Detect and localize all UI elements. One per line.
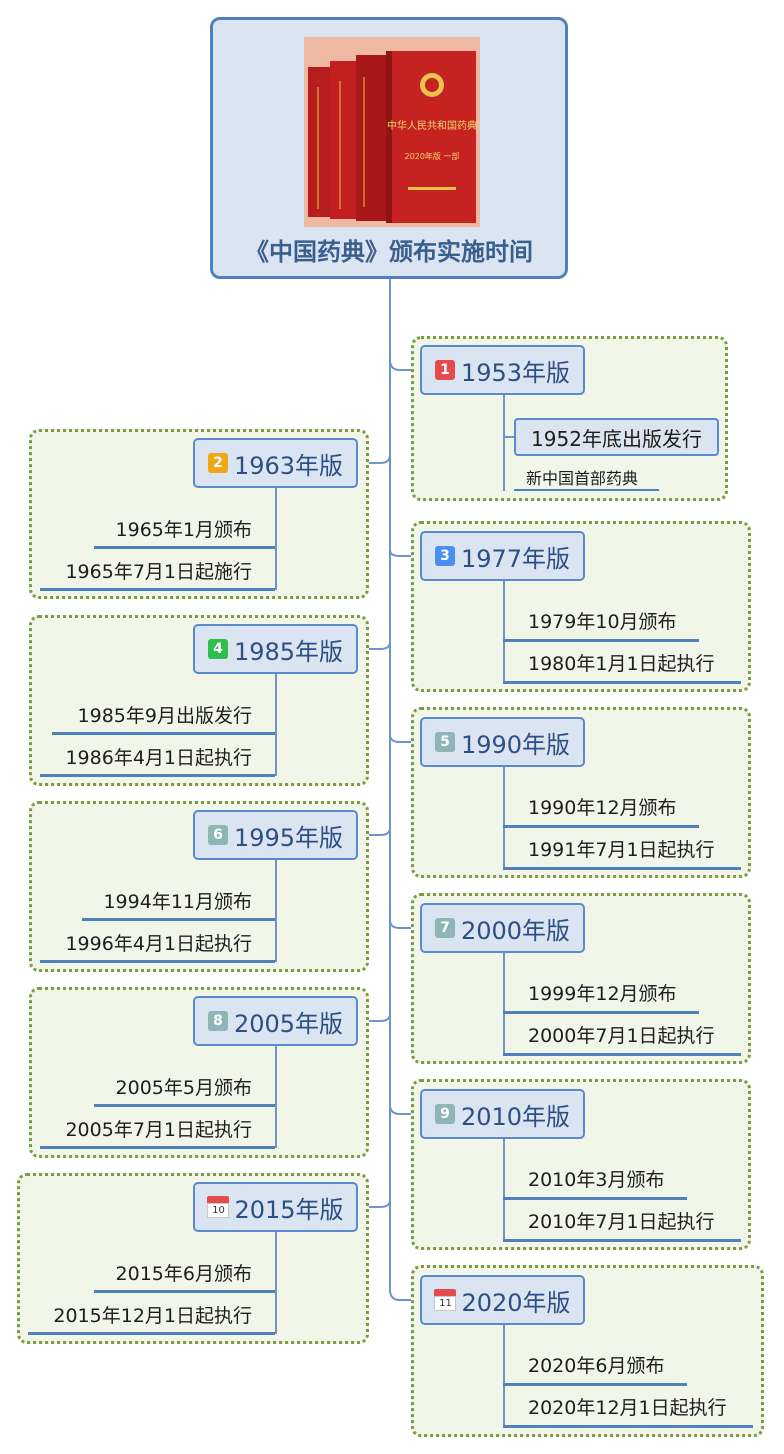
edition-1977-title: 1977年版 xyxy=(460,544,571,573)
edition-1995-item-1[interactable]: 1994年11月颁布 xyxy=(103,891,252,913)
underline xyxy=(40,588,275,591)
connector xyxy=(503,767,505,869)
connector xyxy=(275,1046,277,1148)
edition-1990-title: 1990年版 xyxy=(460,730,571,759)
edition-1963-item-2[interactable]: 1965年7月1日起施行 xyxy=(65,561,252,583)
pharmacopoeia-cover-image: 中华人民共和国药典 2020年版 一部 xyxy=(304,37,480,227)
edition-1963-title: 1963年版 xyxy=(233,451,344,480)
edition-1995-title: 1995年版 xyxy=(233,823,344,852)
calendar-icon: 11 xyxy=(434,1289,457,1311)
edition-2015-title: 2015年版 xyxy=(234,1195,344,1224)
edition-2015-item-1[interactable]: 2015年6月颁布 xyxy=(115,1263,252,1285)
underline xyxy=(503,825,699,828)
underline xyxy=(503,681,741,684)
connector xyxy=(503,581,505,683)
underline xyxy=(94,546,275,549)
underline xyxy=(40,1146,275,1149)
edition-1985-item-2[interactable]: 1986年4月1日起执行 xyxy=(65,747,252,769)
underline xyxy=(40,960,275,963)
edition-2020-item-2[interactable]: 2020年12月1日起执行 xyxy=(528,1397,727,1419)
edition-1963-item-1[interactable]: 1965年1月颁布 xyxy=(115,519,252,541)
priority-8-badge: 8 xyxy=(207,1011,228,1031)
underline xyxy=(503,1197,687,1200)
underline xyxy=(52,732,275,735)
underline xyxy=(503,867,741,870)
priority-1-badge: 1 xyxy=(434,360,455,380)
connector xyxy=(503,395,505,491)
edition-1953-title: 1953年版 xyxy=(460,358,571,387)
edition-1977-item-1[interactable]: 1979年10月颁布 xyxy=(528,611,677,633)
root-topic[interactable]: 中华人民共和国药典 2020年版 一部 《中国药典》颁布实施时间 xyxy=(210,17,568,279)
edition-2010-item-2[interactable]: 2010年7月1日起执行 xyxy=(528,1211,715,1233)
connector xyxy=(275,860,277,962)
edition-2005-title: 2005年版 xyxy=(233,1009,344,1038)
underline xyxy=(503,1239,741,1242)
edition-1990-item-2[interactable]: 1991年7月1日起执行 xyxy=(528,839,715,861)
priority-7-badge: 7 xyxy=(434,918,455,938)
edition-1995-item-2[interactable]: 1996年4月1日起执行 xyxy=(65,933,252,955)
connector xyxy=(275,1232,277,1334)
connector xyxy=(503,953,505,1055)
underline xyxy=(40,774,275,777)
edition-1977-item-2[interactable]: 1980年1月1日起执行 xyxy=(528,653,715,675)
edition-2005-item-1[interactable]: 2005年5月颁布 xyxy=(115,1077,252,1099)
edition-2000-item-1[interactable]: 1999年12月颁布 xyxy=(528,983,677,1005)
underline xyxy=(82,918,275,921)
edition-2010-item-1[interactable]: 2010年3月颁布 xyxy=(528,1169,665,1191)
priority-4-badge: 4 xyxy=(207,639,228,659)
edition-1985-item-1[interactable]: 1985年9月出版发行 xyxy=(77,705,252,727)
edition-2020-item-1[interactable]: 2020年6月颁布 xyxy=(528,1355,665,1377)
underline xyxy=(94,1104,275,1107)
edition-2005-item-2[interactable]: 2005年7月1日起执行 xyxy=(65,1119,252,1141)
edition-1953-item-2[interactable]: 新中国首部药典 xyxy=(526,469,639,488)
edition-2010-title: 2010年版 xyxy=(460,1102,571,1131)
edition-1985-title: 1985年版 xyxy=(233,637,344,666)
underline xyxy=(503,1053,741,1056)
priority-2-badge: 2 xyxy=(207,453,228,473)
connector xyxy=(503,1139,505,1241)
connector xyxy=(503,1325,505,1427)
underline xyxy=(94,1290,275,1293)
cover-title: 中华人民共和国药典 xyxy=(387,119,477,132)
priority-3-badge: 3 xyxy=(434,546,455,566)
edition-2015-item-2[interactable]: 2015年12月1日起执行 xyxy=(53,1305,252,1327)
connector xyxy=(275,488,277,590)
priority-6-badge: 6 xyxy=(207,825,228,845)
calendar-icon: 10 xyxy=(207,1196,230,1218)
underline xyxy=(503,639,699,642)
priority-5-badge: 5 xyxy=(434,732,455,752)
underline xyxy=(503,1383,687,1386)
edition-1953-item-1[interactable]: 1952年底出版发行 xyxy=(514,418,719,456)
edition-2020-title: 2020年版 xyxy=(461,1288,571,1317)
priority-9-badge: 9 xyxy=(434,1104,455,1124)
underline xyxy=(503,1425,753,1428)
edition-1990-item-1[interactable]: 1990年12月颁布 xyxy=(528,797,677,819)
edition-2000-title: 2000年版 xyxy=(460,916,571,945)
connector xyxy=(275,674,277,776)
connector xyxy=(503,436,514,438)
underline xyxy=(514,489,659,491)
edition-2000-item-2[interactable]: 2000年7月1日起执行 xyxy=(528,1025,715,1047)
underline xyxy=(28,1332,275,1335)
root-title: 《中国药典》颁布实施时间 xyxy=(245,238,533,266)
underline xyxy=(503,1011,699,1014)
cover-subtitle: 2020年版 一部 xyxy=(405,151,460,161)
